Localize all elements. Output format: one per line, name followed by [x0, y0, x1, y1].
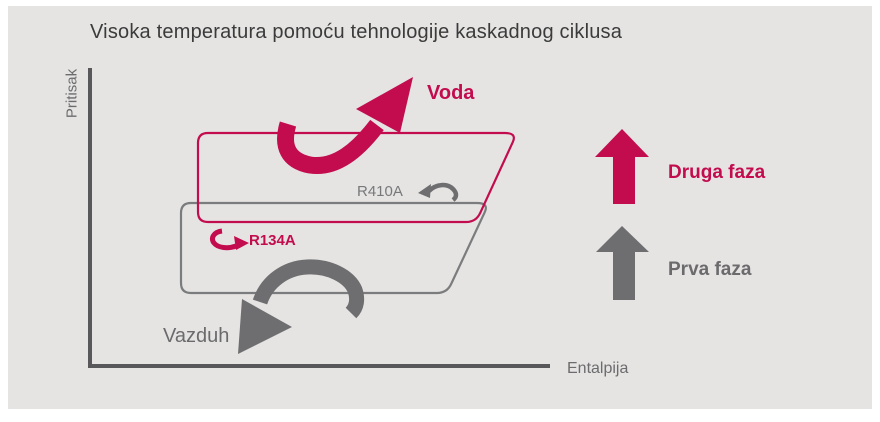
water-label: Voda [427, 82, 475, 104]
air-flow-arrow-icon [238, 259, 365, 354]
legend-arrow-second-phase-icon [595, 129, 649, 204]
page-title: Visoka temperatura pomoću tehnologije ka… [90, 21, 623, 43]
r134a-direction-arrow-icon [209, 228, 249, 251]
diagram-panel [8, 6, 872, 409]
upper-cycle-loop [196, 131, 515, 224]
legend-arrow-first-phase-icon [596, 226, 649, 300]
air-label: Vazduh [163, 325, 230, 347]
water-flow-arrow-icon [277, 77, 413, 175]
x-axis-label: Entalpija [567, 360, 629, 377]
legend-second-phase-label: Druga faza [668, 162, 766, 183]
lower-cycle-loop [179, 201, 487, 295]
lower-cycle-refrigerant-label: R134A [249, 232, 296, 249]
r410a-direction-arrow-icon [418, 182, 459, 202]
upper-cycle-refrigerant-label: R410A [357, 183, 403, 200]
y-axis-label: Pritisak [63, 68, 81, 119]
legend-first-phase-label: Prva faza [668, 259, 752, 280]
